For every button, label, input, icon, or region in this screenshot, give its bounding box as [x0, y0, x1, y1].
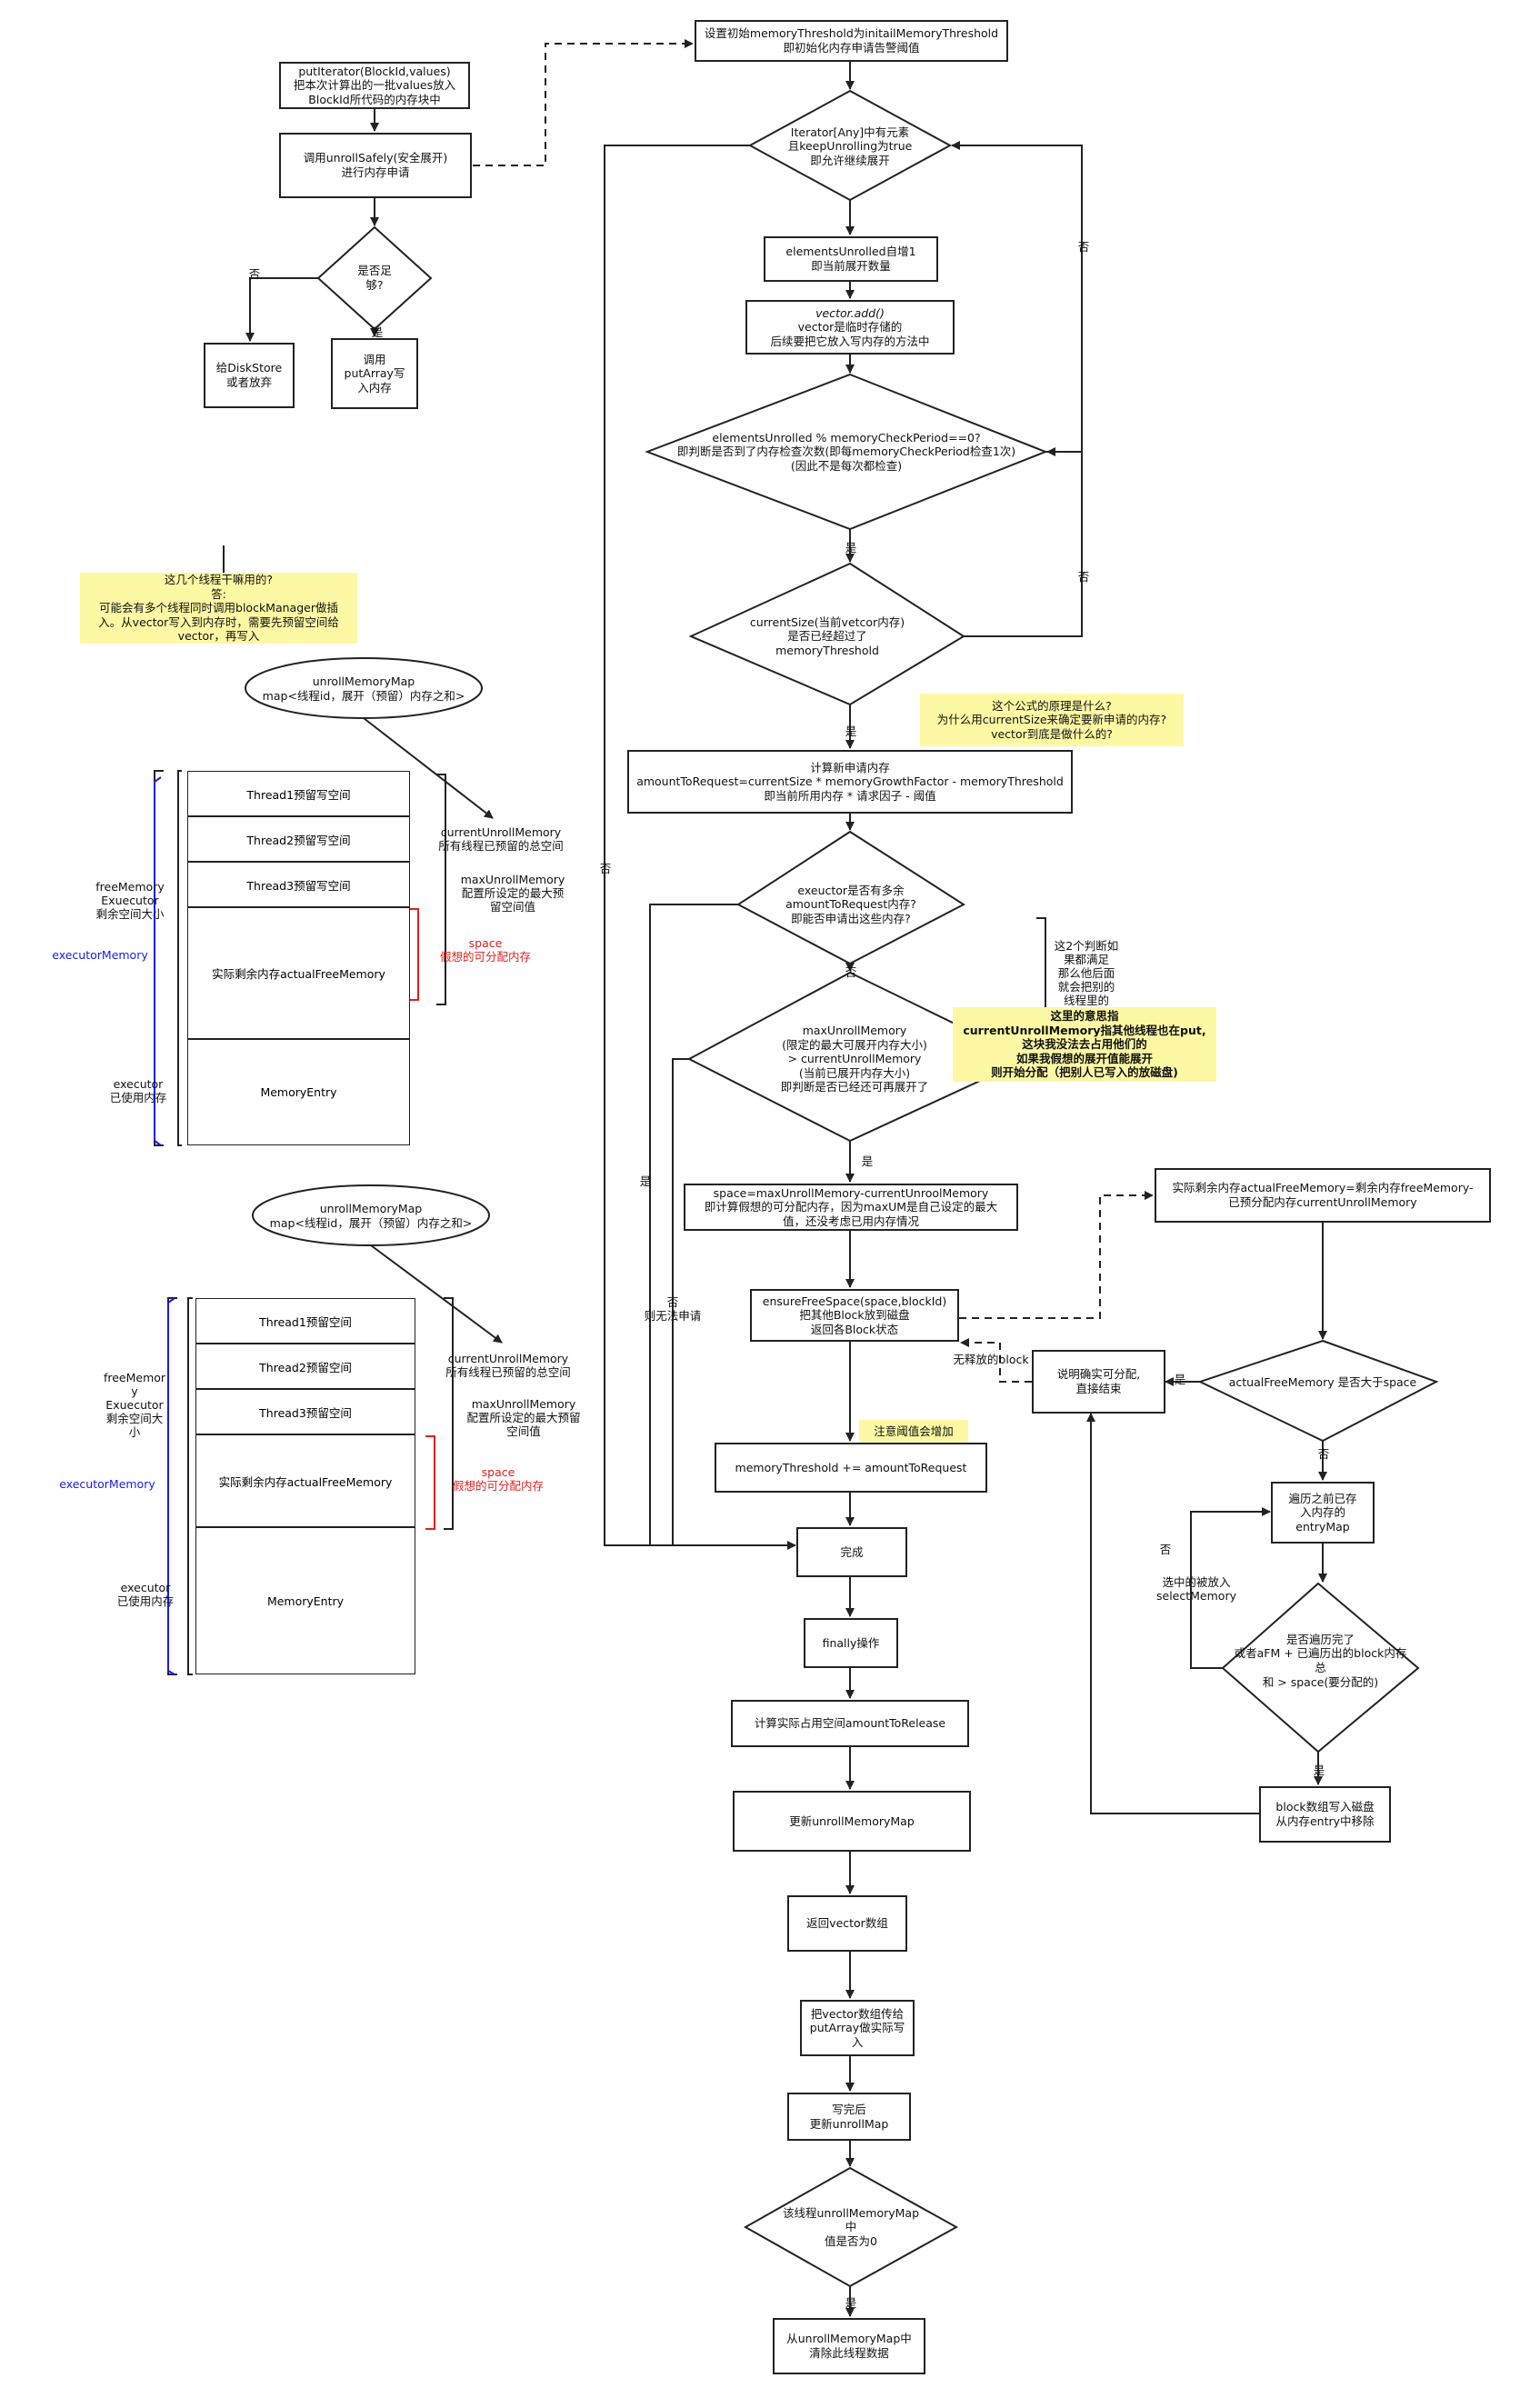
no-release-box: 说明确实可分配, 直接结束: [1032, 1350, 1165, 1414]
thread3-cell-2: Thread3预留空间: [195, 1389, 415, 1434]
amount-to-request-box: 计算新申请内存 amountToRequest=currentSize * me…: [627, 750, 1073, 814]
unrollmap-ellipse-2-label: unrollMemoryMap map<线程id，展开（预留）内存之和>: [269, 1201, 473, 1230]
traverse-no-label: 否: [1159, 1542, 1172, 1556]
iterator-no-label: 否: [599, 861, 612, 875]
remove-thread-box: 从unrollMemoryMap中 清除此线程数据: [773, 2318, 925, 2374]
checkperiod-yes-label: 是: [845, 540, 857, 555]
space-label-2: space 假想的可分配内存: [452, 1465, 544, 1493]
meaning-note: 这里的意思指 currentUnrollMemory指其他线程也在put, 这块…: [953, 1007, 1216, 1082]
executor-no-label: 否: [845, 964, 857, 979]
enough-yes-label: 是: [371, 325, 384, 339]
space-label-1: space 假想的可分配内存: [439, 936, 531, 964]
memory-threshold-box: memoryThreshold += amountToRequest: [715, 1443, 987, 1493]
putarray-box: 调用 putArray写 入内存: [331, 338, 418, 409]
finally-box: finally操作: [804, 1618, 898, 1668]
iterator-diamond-label: Iterator[Any]中有元素 且keepUnrolling为true 即允…: [787, 125, 913, 167]
no-release-block-label: 无释放的block: [953, 1352, 1029, 1366]
formula-note: 这个公式的原理是什么? 为什么用currentSize来确定要新申请的内存? v…: [920, 694, 1184, 746]
executormemory-label-1: executorMemory: [52, 947, 148, 962]
executor-enough-diamond-label: exeuctor是否有多余 amountToRequest内存? 即能否申请出这…: [785, 883, 916, 925]
checkperiod-no-label: 否: [1077, 239, 1090, 254]
thread1-cell: Thread1预留写空间: [187, 771, 410, 816]
init-threshold-box: 设置初始memoryThreshold为initailMemoryThresho…: [695, 20, 1008, 62]
executor-yes-label: 是: [639, 1174, 652, 1188]
vector-add-title: vector.add(): [815, 305, 885, 320]
update-map-box: 更新unrollMemoryMap: [733, 1791, 971, 1852]
space-box: space=maxUnrollMemory-currentUnroolMemor…: [684, 1184, 1018, 1231]
compare-diamond-label: actualFreeMemory 是否大于space: [1228, 1375, 1417, 1390]
actual-free-cell-2: 实际剩余内存actualFreeMemory: [195, 1434, 415, 1527]
threshold-note: 注意阈值会增加: [859, 1420, 968, 1444]
putiterator-box: putIterator(BlockId,values) 把本次计算出的一批val…: [279, 62, 470, 109]
amount-to-release-box: 计算实际占用空间amountToRelease: [731, 1700, 969, 1747]
unrollmap-ellipse-1-label: unrollMemoryMap map<线程id，展开（预留）内存之和>: [262, 674, 465, 703]
enough-diamond-label: 是否足够?: [357, 264, 392, 292]
executormemory-label-2: executorMemory: [59, 1476, 155, 1491]
memory-entry-cell-2: MemoryEntry: [195, 1527, 415, 1674]
executor-used-label-1: executor 已使用内存: [109, 1077, 167, 1104]
max-unroll-label-1: maxUnrollMemory 配置所设定的最大预 留空间值: [460, 872, 565, 914]
ensure-free-space-box: ensureFreeSpace(space,blockId) 把其他Block放…: [750, 1289, 959, 1342]
current-unroll-label-1: currentUnrollMemory 所有线程已预留的总空间: [438, 825, 564, 853]
vector-add-box: vector.add() vector是临时存储的 后续要把它放入写内存的方法中: [745, 300, 955, 355]
threadzero-yes-label: 是: [845, 2295, 857, 2310]
freememory-label-2: freeMemor y Exuecutor 剩余空间大 小: [103, 1370, 166, 1439]
done-box: 完成: [796, 1527, 907, 1577]
thread1-cell-2: Thread1预留空间: [195, 1298, 415, 1344]
compare-yes-label: 是: [1174, 1372, 1186, 1386]
thread-zero-diamond-label: 该线程unrollMemoryMap中 值是否为0: [782, 2205, 920, 2248]
diskstore-box: 给DiskStore 或者放弃: [204, 343, 295, 408]
pass-vector-box: 把vector数组传给 putArray做实际写 入: [800, 2000, 915, 2056]
traverse-entry-box: 遍历之前已存 入内存的 entryMap: [1271, 1482, 1375, 1544]
thread-question-note: 这几个线程干嘛用的? 答: 可能会有多个线程同时调用blockManager做插…: [80, 573, 357, 644]
vector-add-body: vector是临时存储的 后续要把它放入写内存的方法中: [770, 320, 930, 348]
executor-used-label-2: executor 已使用内存: [116, 1581, 175, 1608]
thread2-cell-2: Thread2预留空间: [195, 1344, 415, 1389]
elements-unrolled-box: elementsUnrolled自增1 即当前展开数量: [764, 236, 938, 282]
freememory-label-1: freeMemory Exuecutor 剩余空间大小: [95, 879, 165, 921]
thread2-cell: Thread2预留写空间: [187, 816, 410, 862]
max-unroll-label-2: maxUnrollMemory 配置所设定的最大预留 空间值: [466, 1396, 581, 1438]
current-unroll-label-2: currentUnrollMemory 所有线程已预留的总空间: [445, 1352, 571, 1379]
traversed-diamond-label: 是否遍历完了 或者aFM + 已遍历出的block内存总 和 > space(要…: [1234, 1632, 1407, 1689]
memory-entry-cell: MemoryEntry: [187, 1039, 410, 1145]
actual-free-cell: 实际剩余内存actualFreeMemory: [187, 907, 410, 1039]
unrollsafely-box: 调用unrollSafely(安全展开) 进行内存申请: [279, 133, 472, 198]
two-judge-label: 这2个判断如 果都满足 那么他后面 就会把别的 线程里的: [1054, 938, 1119, 1007]
current-size-diamond-label: currentSize(当前vetcor内存) 是否已经超过了 memoryTh…: [749, 614, 905, 657]
check-period-diamond-label: elementsUnrolled % memoryCheckPeriod==0?…: [676, 430, 1016, 473]
thread3-cell: Thread3预留写空间: [187, 862, 410, 907]
selected-memory-label: 选中的被放入 selectMemory: [1156, 1575, 1236, 1603]
max-unroll-diamond-label: maxUnrollMemory (限定的最大可展开内存大小) > current…: [780, 1023, 929, 1094]
enough-no-label: 否: [248, 266, 261, 281]
return-vector-box: 返回vector数组: [787, 1895, 907, 1952]
compare-no-label: 否: [1317, 1446, 1330, 1461]
maxunroll-no-label: 否 则无法申请: [644, 1295, 702, 1323]
currentsize-no-label: 否: [1077, 569, 1090, 584]
after-write-box: 写完后 更新unrollMap: [787, 2093, 911, 2141]
traversed-yes-label: 是: [1313, 1763, 1325, 1777]
actual-free-memory-box: 实际剩余内存actualFreeMemory=剩余内存freeMemory- 已…: [1155, 1168, 1491, 1223]
maxunroll-yes-label: 是: [861, 1154, 874, 1168]
currentsize-yes-label: 是: [845, 724, 857, 738]
write-disk-box: block数组写入磁盘 从内存entry中移除: [1259, 1786, 1391, 1843]
